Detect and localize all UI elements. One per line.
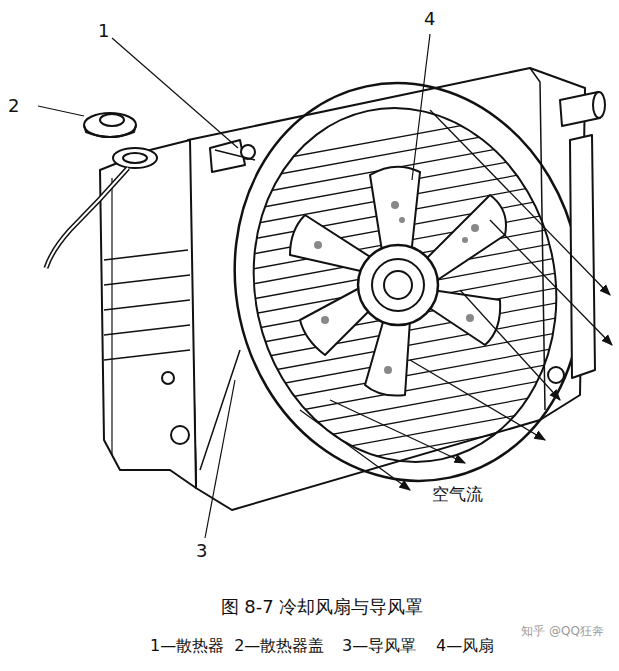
airflow-label: 空气流 xyxy=(432,484,483,504)
callout-number: 1 xyxy=(98,20,109,42)
legend-item: 2—散热器盖 xyxy=(234,636,324,655)
callout-number: 2 xyxy=(8,95,19,117)
legend-item: 1—散热器 xyxy=(150,636,224,655)
legend-item: 4—风扇 xyxy=(436,636,494,655)
figure-caption: 图 8-7 冷却风扇与导风罩 xyxy=(221,596,424,618)
callout-number: 4 xyxy=(424,8,435,30)
legend-item: 3—导风罩 xyxy=(342,636,416,655)
watermark: 知乎 @QQ狂奔 xyxy=(521,624,604,638)
callout-number: 3 xyxy=(196,540,207,562)
